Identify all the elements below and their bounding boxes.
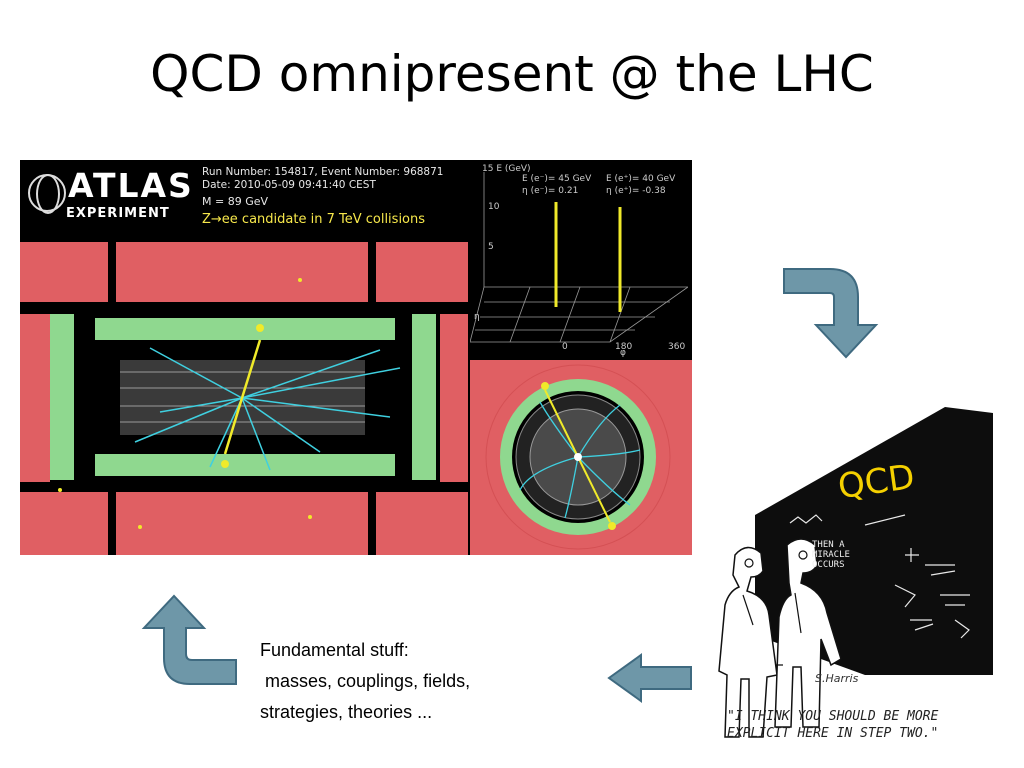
atlas-event-display: ATLAS EXPERIMENT Run Number: 154817, Eve… — [20, 160, 692, 555]
lego-e1: E (e⁻)= 45 GeV — [522, 174, 592, 184]
mass-line: M = 89 GeV — [202, 195, 443, 208]
atlas-logo-sub: EXPERIMENT — [66, 206, 170, 221]
board-text: THEN A MIRACLE OCCURS — [812, 540, 850, 570]
curved-arrow-down-icon — [783, 268, 879, 359]
lego-eta2: η (e⁺)= -0.38 — [606, 186, 666, 196]
miracle-cartoon — [718, 407, 993, 738]
lego-plot-canvas — [469, 172, 690, 343]
lego-plot: 15 E (GeV) E (e⁻)= 45 GeV η (e⁻)= 0.21 E… — [469, 162, 690, 358]
lego-tick-180: 180 — [615, 342, 633, 352]
lego-axis-title: 15 E (GeV) — [482, 164, 531, 174]
run-number: Run Number: 154817, Event Number: 968871 — [202, 166, 444, 178]
mass-text: M = 89 GeV — [202, 195, 269, 208]
board-text-3: OCCURS — [812, 560, 845, 570]
text-line-3: strategies, theories ... — [260, 702, 433, 722]
lego-tick-360: 360 — [668, 342, 686, 352]
lego-tick-10: 10 — [488, 202, 500, 212]
fundamental-text: Fundamental stuff: masses, couplings, fi… — [260, 635, 470, 728]
event-info: Run Number: 154817, Event Number: 968871… — [202, 166, 443, 226]
detector-end-view — [470, 360, 692, 555]
lego-eta1: η (e⁻)= 0.21 — [522, 186, 579, 196]
text-line-1: Fundamental stuff: — [260, 640, 409, 660]
atlas-header: ATLAS EXPERIMENT Run Number: 154817, Eve… — [20, 160, 470, 242]
text-line-2: masses, couplings, fields, — [260, 671, 471, 691]
arrow-left-icon — [607, 653, 692, 703]
atlas-logo-word: ATLAS — [68, 166, 194, 205]
lego-tick-0: 0 — [562, 342, 568, 352]
lego-eta-label: η — [474, 312, 480, 322]
detector-side-view — [20, 242, 468, 555]
slide-title: QCD omnipresent @ the LHC — [150, 45, 874, 103]
cartoon-caption: "I THINK YOU SHOULD BE MORE EXPLICIT HER… — [727, 709, 939, 741]
board-text-1: THEN A — [812, 540, 845, 550]
board-text-2: MIRACLE — [812, 550, 850, 560]
event-date: Date: 2010-05-09 09:41:40 CEST — [202, 179, 376, 191]
curved-arrow-up-icon — [141, 594, 237, 685]
lego-e2: E (e⁺)= 40 GeV — [606, 174, 676, 184]
cartoon-signature: S.Harris — [815, 672, 859, 685]
lego-tick-5: 5 — [488, 242, 494, 252]
atlas-globe-icon — [28, 174, 66, 214]
candidate-line: Z→ee candidate in 7 TeV collisions — [202, 212, 426, 227]
lego-phi-label: φ — [620, 348, 626, 358]
